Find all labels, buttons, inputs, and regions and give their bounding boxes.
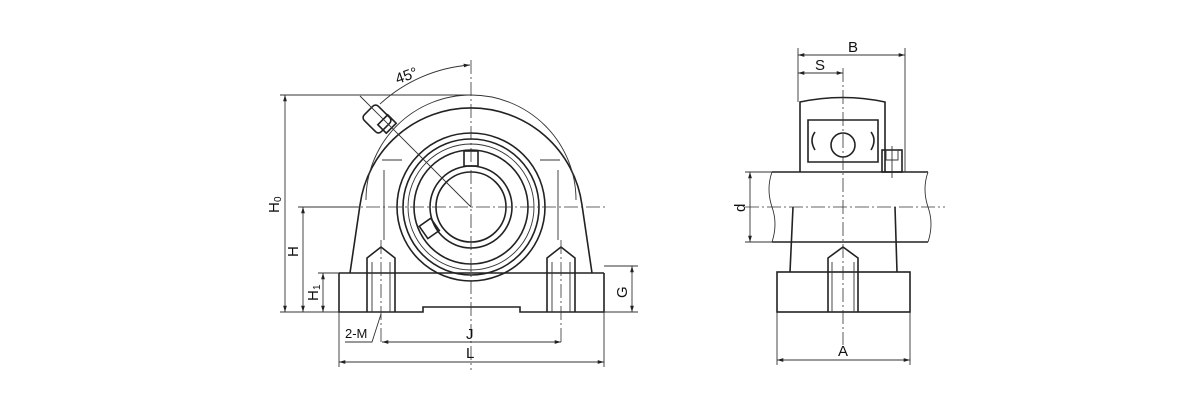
- set-screw-side: [418, 217, 441, 240]
- dim-H1: H 1: [305, 284, 323, 301]
- centerlines: [300, 60, 605, 370]
- housing: [338, 94, 605, 313]
- dimensions: 45° H 0 H H 1 G J L 2-M: [266, 63, 638, 367]
- svg-text:H: H: [305, 290, 322, 301]
- dim-B: B: [848, 39, 858, 56]
- grease-nipple: [362, 104, 398, 135]
- dim-A: A: [838, 343, 848, 360]
- side-dimensions: B S d A: [732, 39, 911, 365]
- svg-text:H: H: [266, 202, 283, 213]
- dim-d: d: [732, 204, 749, 212]
- dim-H0: H 0: [266, 196, 284, 213]
- dim-L: L: [466, 345, 474, 362]
- side-centerlines: [745, 68, 945, 345]
- dim-M: 2-M: [345, 326, 367, 341]
- dim-H: H: [285, 246, 302, 257]
- svg-text:0: 0: [273, 196, 284, 202]
- dim-G: G: [614, 286, 631, 298]
- svg-text:1: 1: [312, 284, 323, 290]
- pedestal: [776, 206, 911, 313]
- insert-section: [799, 96, 903, 178]
- dim-J: J: [466, 326, 474, 343]
- front-view: 45° H 0 H H 1 G J L 2-M: [266, 60, 638, 370]
- bolt-holes: [366, 245, 576, 312]
- angle-label: 45°: [393, 64, 420, 88]
- side-view: B S d A: [732, 39, 945, 365]
- dim-S: S: [815, 57, 825, 74]
